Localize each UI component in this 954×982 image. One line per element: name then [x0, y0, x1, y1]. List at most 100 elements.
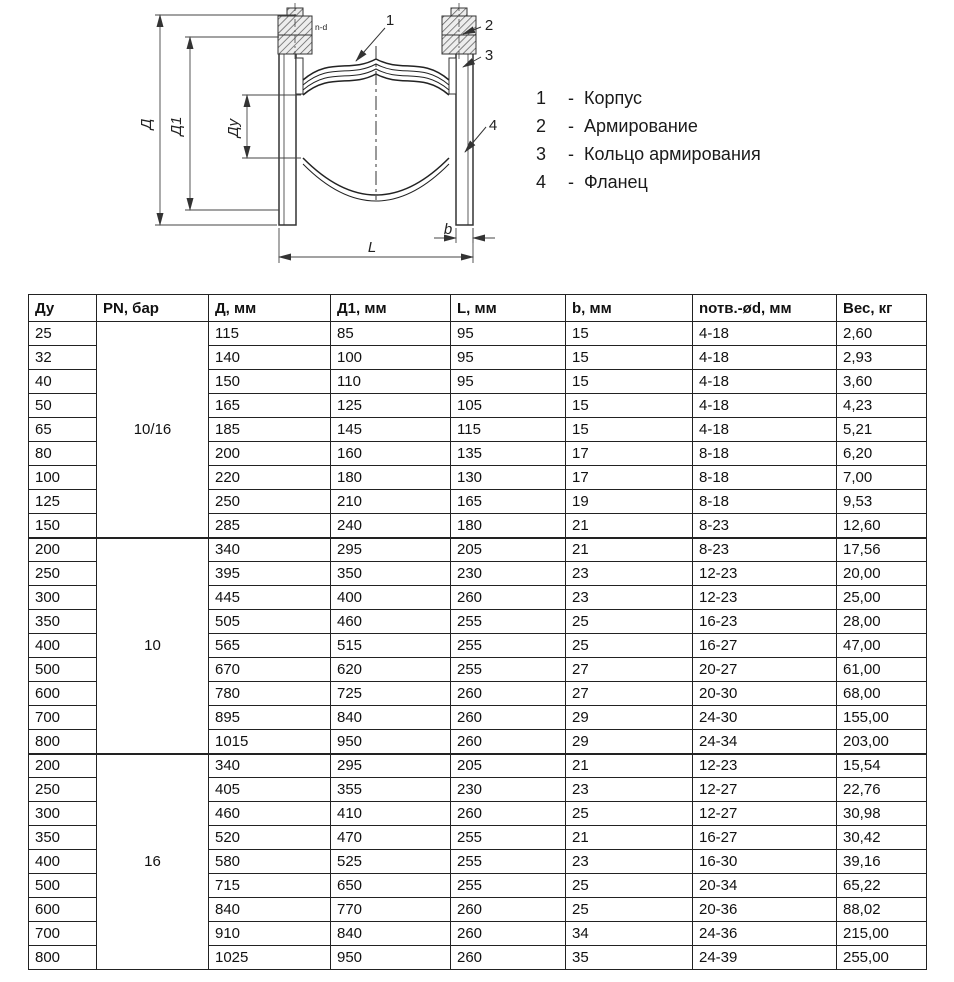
legend-item-label: Фланец	[584, 171, 648, 192]
cell-value: 16-27	[692, 825, 837, 850]
cell-value: 250	[208, 489, 331, 514]
cell-value: 240	[330, 513, 451, 538]
cell-value: 61,00	[836, 657, 927, 682]
cell-value: 505	[208, 609, 331, 634]
cell-du: 600	[28, 681, 97, 706]
cell-value: 29	[565, 705, 693, 730]
cell-value: 255	[450, 849, 566, 874]
cell-value: 620	[330, 657, 451, 682]
cell-value: 840	[208, 897, 331, 922]
cell-value: 110	[330, 369, 451, 394]
cell-value: 23	[565, 585, 693, 610]
cell-value: 520	[208, 825, 331, 850]
rubber-bead-right	[448, 57, 457, 95]
cell-value: 15	[565, 369, 693, 394]
cell-value: 395	[208, 561, 331, 586]
column-header-6: nотв.-ød, мм	[692, 294, 837, 322]
cell-value: 5,21	[836, 417, 927, 442]
cell-value: 19	[565, 489, 693, 514]
cell-value: 895	[208, 705, 331, 730]
cell-value: 24-30	[692, 705, 837, 730]
cell-du: 600	[28, 897, 97, 922]
cell-value: 95	[450, 345, 566, 370]
cell-value: 27	[565, 681, 693, 706]
cell-value: 295	[330, 536, 451, 562]
cell-value: 3,60	[836, 369, 927, 394]
cell-value: 4,23	[836, 393, 927, 418]
cell-value: 165	[450, 489, 566, 514]
cell-value: 15	[565, 393, 693, 418]
cell-value: 4-18	[692, 369, 837, 394]
cell-value: 21	[565, 752, 693, 778]
drawing-section: Д Д1 Ду L b n-d	[0, 0, 954, 288]
cell-value: 25	[565, 633, 693, 658]
cell-value: 460	[330, 609, 451, 634]
cell-pn: 16	[96, 752, 209, 970]
cell-value: 12,60	[836, 513, 927, 538]
legend-item-number: 4	[536, 171, 547, 192]
cell-value: 205	[450, 536, 566, 562]
legend-item: 2 - Армирование	[536, 112, 761, 140]
cell-value: 200	[208, 441, 331, 466]
cell-value: 16-30	[692, 849, 837, 874]
column-header-2: Д, мм	[208, 294, 331, 322]
cell-value: 355	[330, 777, 451, 802]
cell-value: 4-18	[692, 345, 837, 370]
cell-value: 95	[450, 369, 566, 394]
cell-value: 260	[450, 705, 566, 730]
dimension-b	[434, 228, 495, 243]
column-header-5: b, мм	[565, 294, 693, 322]
cell-value: 950	[330, 729, 451, 754]
cell-value: 47,00	[836, 633, 927, 658]
cell-du: 400	[28, 633, 97, 658]
cell-value: 6,20	[836, 441, 927, 466]
cell-du: 350	[28, 825, 97, 850]
cell-value: 260	[450, 681, 566, 706]
cell-du: 250	[28, 777, 97, 802]
cell-du: 32	[28, 345, 97, 370]
callout-leaders	[355, 26, 487, 153]
cell-value: 2,93	[836, 345, 927, 370]
cell-du: 80	[28, 441, 97, 466]
cell-du: 350	[28, 609, 97, 634]
cell-value: 12-23	[692, 561, 837, 586]
cell-value: 715	[208, 873, 331, 898]
cell-value: 205	[450, 752, 566, 778]
cell-value: 255	[450, 657, 566, 682]
cell-value: 203,00	[836, 729, 927, 754]
cell-value: 15	[565, 321, 693, 346]
cell-value: 130	[450, 465, 566, 490]
callout-2-label: 2	[485, 17, 493, 34]
cell-value: 12-27	[692, 777, 837, 802]
cell-value: 22,76	[836, 777, 927, 802]
cell-du: 125	[28, 489, 97, 514]
cell-value: 23	[565, 777, 693, 802]
cell-value: 910	[208, 921, 331, 946]
cell-value: 580	[208, 849, 331, 874]
callout-1-label: 1	[386, 12, 394, 29]
flange-left	[278, 36, 297, 226]
cell-value: 725	[330, 681, 451, 706]
parts-legend: 1 - Корпус 2 - Армирование 3 - Кольцо ар…	[536, 84, 761, 196]
cell-du: 65	[28, 417, 97, 442]
cell-value: 840	[330, 921, 451, 946]
cell-value: 21	[565, 536, 693, 562]
cell-value: 8-18	[692, 465, 837, 490]
column-header-4: L, мм	[450, 294, 566, 322]
cell-du: 500	[28, 657, 97, 682]
cell-value: 85	[330, 321, 451, 346]
dimension-d1	[185, 36, 279, 211]
cell-value: 340	[208, 536, 331, 562]
cell-value: 16-27	[692, 633, 837, 658]
legend-item-label: Армирование	[584, 115, 698, 136]
cell-value: 840	[330, 705, 451, 730]
